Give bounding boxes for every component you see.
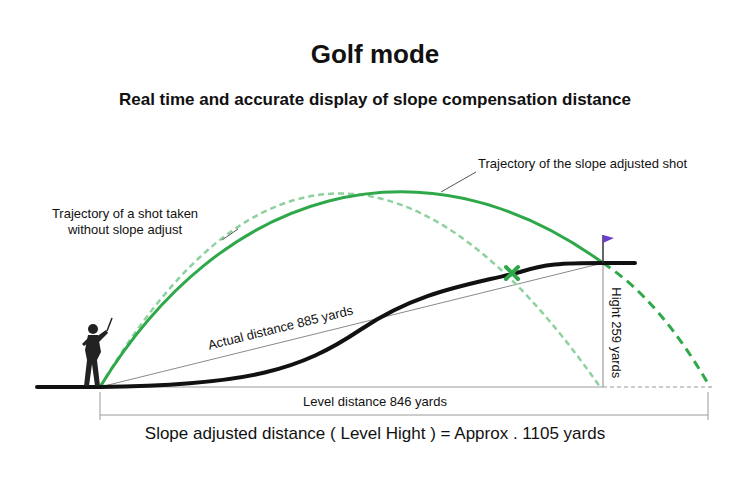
golfer-silhouette [82,318,112,386]
distance-label: Level distance 846 yards [303,394,447,410]
height-line [603,263,604,387]
trajectory-label: Trajectory of a shot taken without slope… [33,206,218,237]
height-label: Hight 259 yards [609,285,625,380]
adjusted-trajectory-continuation [603,263,710,387]
leader-line [222,229,238,240]
caption: Slope adjusted distance ( Level Hight ) … [145,424,605,444]
leader-line [441,172,476,192]
dimension-tick [100,392,101,420]
actual-distance-line [100,263,603,387]
dimension-tick [708,392,709,420]
level-line-extension [603,387,712,388]
title: Golf mode [311,39,440,70]
flag [603,235,614,243]
ground-profile [37,263,635,387]
level-line [100,387,603,388]
dimension-line [100,415,708,416]
subtitle: Real time and accurate display of slope … [119,90,631,110]
landing-mark [506,267,518,279]
trajectory-label: Trajectory of the slope adjusted shot [478,156,687,172]
